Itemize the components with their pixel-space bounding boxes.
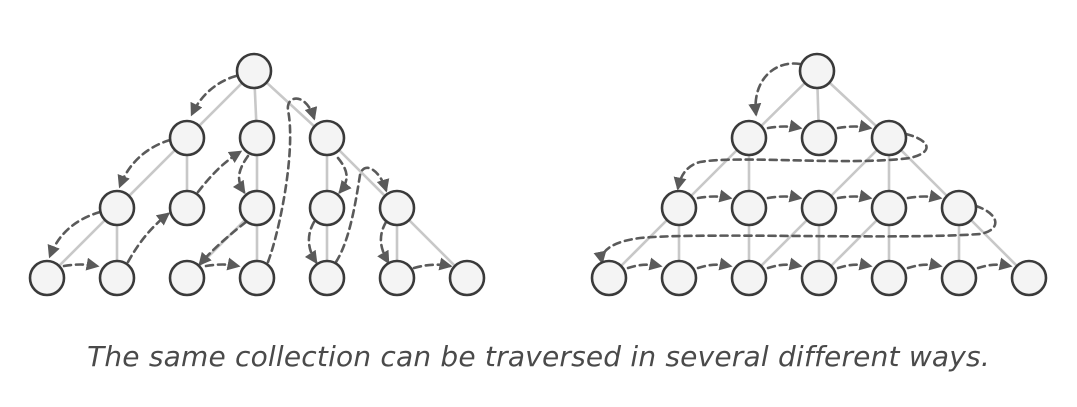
tree-node — [1010, 259, 1048, 297]
tree-node — [28, 259, 66, 297]
right-tree-traversal-path — [593, 62, 1013, 271]
tree-node — [168, 189, 206, 227]
tree-node — [238, 189, 276, 227]
right-tree-edges — [607, 69, 1031, 280]
right-tree-nodes — [590, 52, 1048, 297]
tree-node — [870, 259, 908, 297]
tree-node — [168, 259, 206, 297]
tree-node — [940, 259, 978, 297]
left-tree-edges — [45, 69, 469, 280]
tree-node — [730, 189, 768, 227]
tree-node — [238, 259, 276, 297]
tree-node — [800, 259, 838, 297]
tree-node — [590, 259, 628, 297]
tree-node — [308, 189, 346, 227]
tree-node — [800, 119, 838, 157]
figure-caption: The same collection can be traversed in … — [87, 340, 990, 373]
tree-node — [308, 259, 346, 297]
tree-node — [98, 189, 136, 227]
tree-node — [378, 189, 416, 227]
tree-node — [730, 119, 768, 157]
tree-node — [308, 119, 346, 157]
tree-node — [940, 189, 978, 227]
tree-node — [168, 119, 206, 157]
traversal-diagram — [28, 52, 1048, 297]
tree-node — [448, 259, 486, 297]
tree-node — [660, 189, 698, 227]
tree-node — [870, 189, 908, 227]
tree-node — [730, 259, 768, 297]
tree-node — [798, 52, 836, 90]
left-tree-traversal-path — [47, 74, 453, 271]
tree-node — [98, 259, 136, 297]
tree-node — [870, 119, 908, 157]
tree-node — [800, 189, 838, 227]
right-tree — [590, 52, 1048, 297]
tree-node — [378, 259, 416, 297]
left-tree-nodes — [28, 52, 486, 297]
tree-node — [235, 52, 273, 90]
tree-node — [238, 119, 276, 157]
tree-node — [660, 259, 698, 297]
left-tree — [28, 52, 486, 297]
